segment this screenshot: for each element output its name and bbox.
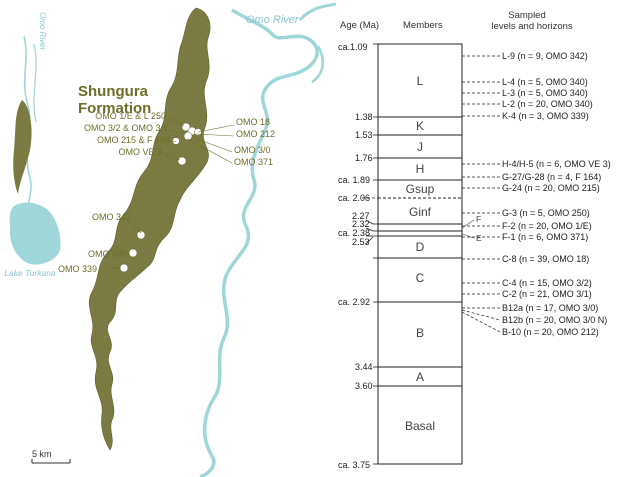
sample-label: L-9 (n = 9, OMO 342) [502, 51, 588, 61]
formation-outcrop [88, 7, 211, 451]
age-label: 3.60 [355, 381, 373, 391]
member-label-b: B [416, 326, 424, 340]
sample-label: K-4 (n = 3, OMO 339) [502, 111, 589, 121]
header-sampled-line2: levels and horizons [491, 21, 573, 32]
inset-river-branch [33, 43, 37, 123]
member-boundaries [378, 116, 462, 387]
member-label-gsup: Gsup [406, 182, 435, 196]
age-label: ca.1.09 [338, 42, 368, 52]
scale-bar: 5 km [31, 449, 71, 464]
site-label-omo30: OMO 3/0 [234, 145, 271, 155]
site-label-omo340: OMO 340 [88, 249, 127, 259]
member-label-e: E [476, 233, 482, 243]
member-label-j: J [417, 140, 423, 154]
map-panel: Omo River Lake Turkana Omo River Shungur… [4, 2, 337, 477]
site-dot [181, 122, 191, 132]
sample-label: F-2 (n = 20, OMO 1/E) [502, 221, 592, 231]
omo-river [199, 8, 319, 477]
age-label: ca. 2.38 [338, 228, 370, 238]
site-label-omo32-omo31: OMO 3/2 & OMO 3/1 [84, 123, 168, 133]
lake-turkana-label: Lake Turkana [4, 268, 56, 278]
sample-label: C-8 (n = 39, OMO 18) [502, 254, 589, 264]
member-e-pointer [461, 233, 475, 239]
site-dot [128, 248, 138, 258]
sample-label: H-4/H-5 (n = 6, OMO VE 3) [502, 159, 611, 169]
omo-river-east-branch [311, 45, 325, 84]
age-label: ca. 3.75 [338, 460, 370, 470]
member-label-l: L [417, 74, 424, 88]
age-label: 1.53 [355, 130, 373, 140]
scale-bar-label: 5 km [32, 449, 52, 459]
site-label-omo1e-l250: OMO 1/E & L 250 [95, 111, 166, 121]
site-label-omo339: OMO 339 [58, 264, 97, 274]
header-age: Age (Ma) [340, 20, 379, 31]
member-label-a: A [416, 370, 424, 384]
member-label-d: D [416, 240, 425, 254]
sample-leaders [461, 55, 501, 333]
sample-label: B-10 (n = 20, OMO 212) [502, 327, 599, 337]
age-label: 2.27 [352, 211, 370, 221]
sample-label: L-2 (n = 20, OMO 340) [502, 99, 593, 109]
member-label-f: F [476, 214, 481, 224]
formation-title-line2: Formation [78, 100, 151, 117]
sample-label: C-4 (n = 15, OMO 3/2) [502, 278, 592, 288]
age-label: 2.32 [352, 219, 370, 229]
strat-column-panel: Age (Ma) Members Sampled levels and hori… [338, 10, 611, 470]
member-label-basal: Basal [405, 419, 435, 433]
site-dot [136, 230, 146, 240]
sample-label: L-3 (n = 5, OMO 340) [502, 88, 588, 98]
age-label: ca. 2.92 [338, 297, 370, 307]
site-dot [177, 156, 187, 166]
site-leader-lines [110, 117, 235, 269]
site-label-omo212: OMO 212 [236, 129, 275, 139]
column-frame [377, 43, 463, 465]
sample-label: G-24 (n = 20, OMO 215) [502, 183, 600, 193]
member-label-k: K [416, 119, 424, 133]
inset-map: Omo River Lake Turkana [4, 12, 61, 278]
sample-label: C-2 (n = 21, OMO 3/1) [502, 289, 592, 299]
site-dot [183, 131, 193, 141]
sample-label: F-1 (n = 6, OMO 371) [502, 232, 588, 242]
age-ticks [365, 43, 378, 465]
formation-title-line1: Shungura [78, 83, 149, 100]
site-label-omo215-f164: OMO 215 & F 164 [97, 135, 170, 145]
member-f-pointer [461, 219, 475, 229]
omo-river-label: Omo River [246, 14, 300, 26]
age-label: 1.76 [355, 153, 373, 163]
age-label: ca. 1.89 [338, 175, 370, 185]
header-sampled-line1: Sampled [508, 10, 546, 21]
member-label-c: C [416, 271, 425, 285]
omo-river-tributary [298, 2, 337, 22]
sample-label: G-27/G-28 (n = 4, F 164) [502, 172, 601, 182]
age-label: 3.44 [355, 362, 373, 372]
site-label-omo18: OMO 18 [236, 117, 270, 127]
sample-label: L-4 (n = 5, OMO 340) [502, 77, 588, 87]
inset-formation [13, 100, 32, 194]
member-label-ginf: Ginf [409, 205, 432, 219]
site-label-omo342: OMO 342 [92, 212, 131, 222]
inset-river-label: Omo River [38, 12, 47, 51]
sample-label: G-3 (n = 5, OMO 250) [502, 208, 590, 218]
site-label-omo371: OMO 371 [234, 157, 273, 167]
age-label: 1.38 [355, 112, 373, 122]
header-members: Members [403, 20, 443, 31]
inset-lake-turkana [9, 202, 61, 265]
sample-label: B12a (n = 17, OMO 3/0) [502, 303, 598, 313]
site-dot [119, 263, 129, 273]
age-label: 2.53 [352, 237, 370, 247]
sample-label: B12b (n = 20, OMO 3/0 N) [502, 315, 607, 325]
site-label-omove3: OMO VE 3 [118, 147, 162, 157]
member-label-h: H [416, 162, 425, 176]
age-label: ca. 2.06 [338, 193, 370, 203]
